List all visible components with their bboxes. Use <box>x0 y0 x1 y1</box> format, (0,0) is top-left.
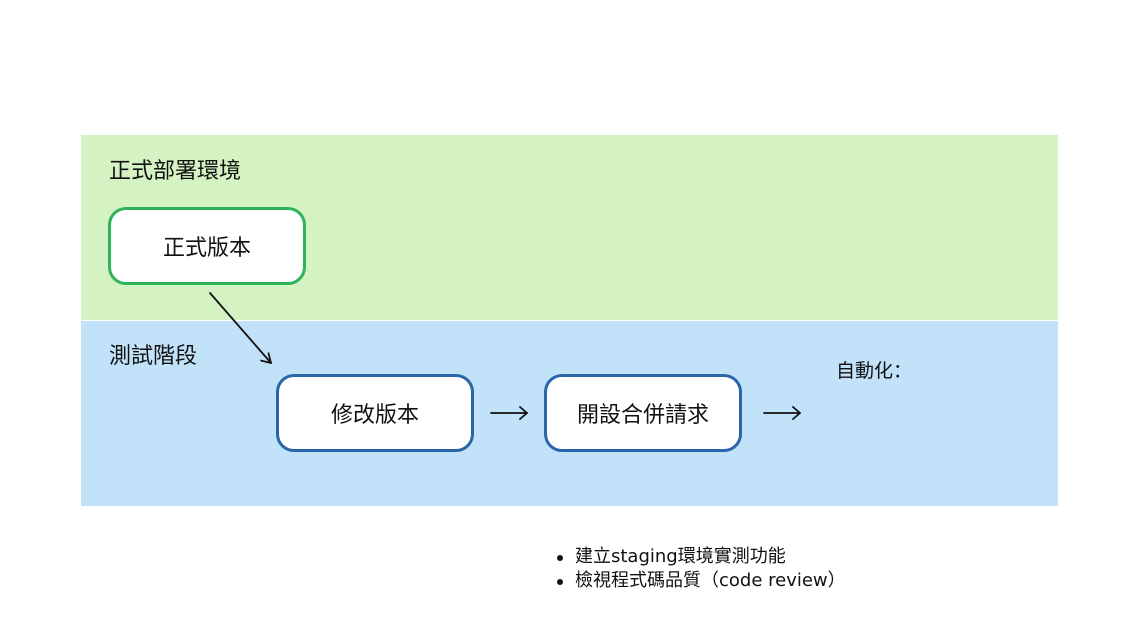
release-version-node: 正式版本 <box>108 207 306 285</box>
modified-version-node: 修改版本 <box>276 374 474 452</box>
checklist-item-code-review: 檢視程式碼品質（code review） <box>556 569 846 593</box>
automation-checklist: 建立staging環境實測功能 檢視程式碼品質（code review） <box>556 545 846 593</box>
modified-version-label: 修改版本 <box>330 403 419 428</box>
merge-request-label: 開設合併請求 <box>576 403 709 428</box>
checklist-item-staging: 建立staging環境實測功能 <box>556 545 846 569</box>
production-lane-label: 正式部署環境 <box>109 159 242 184</box>
merge-request-node: 開設合併請求 <box>544 374 742 452</box>
automation-label: 自動化： <box>836 360 913 382</box>
release-version-label: 正式版本 <box>162 236 251 261</box>
testing-lane-label: 測試階段 <box>109 344 198 369</box>
